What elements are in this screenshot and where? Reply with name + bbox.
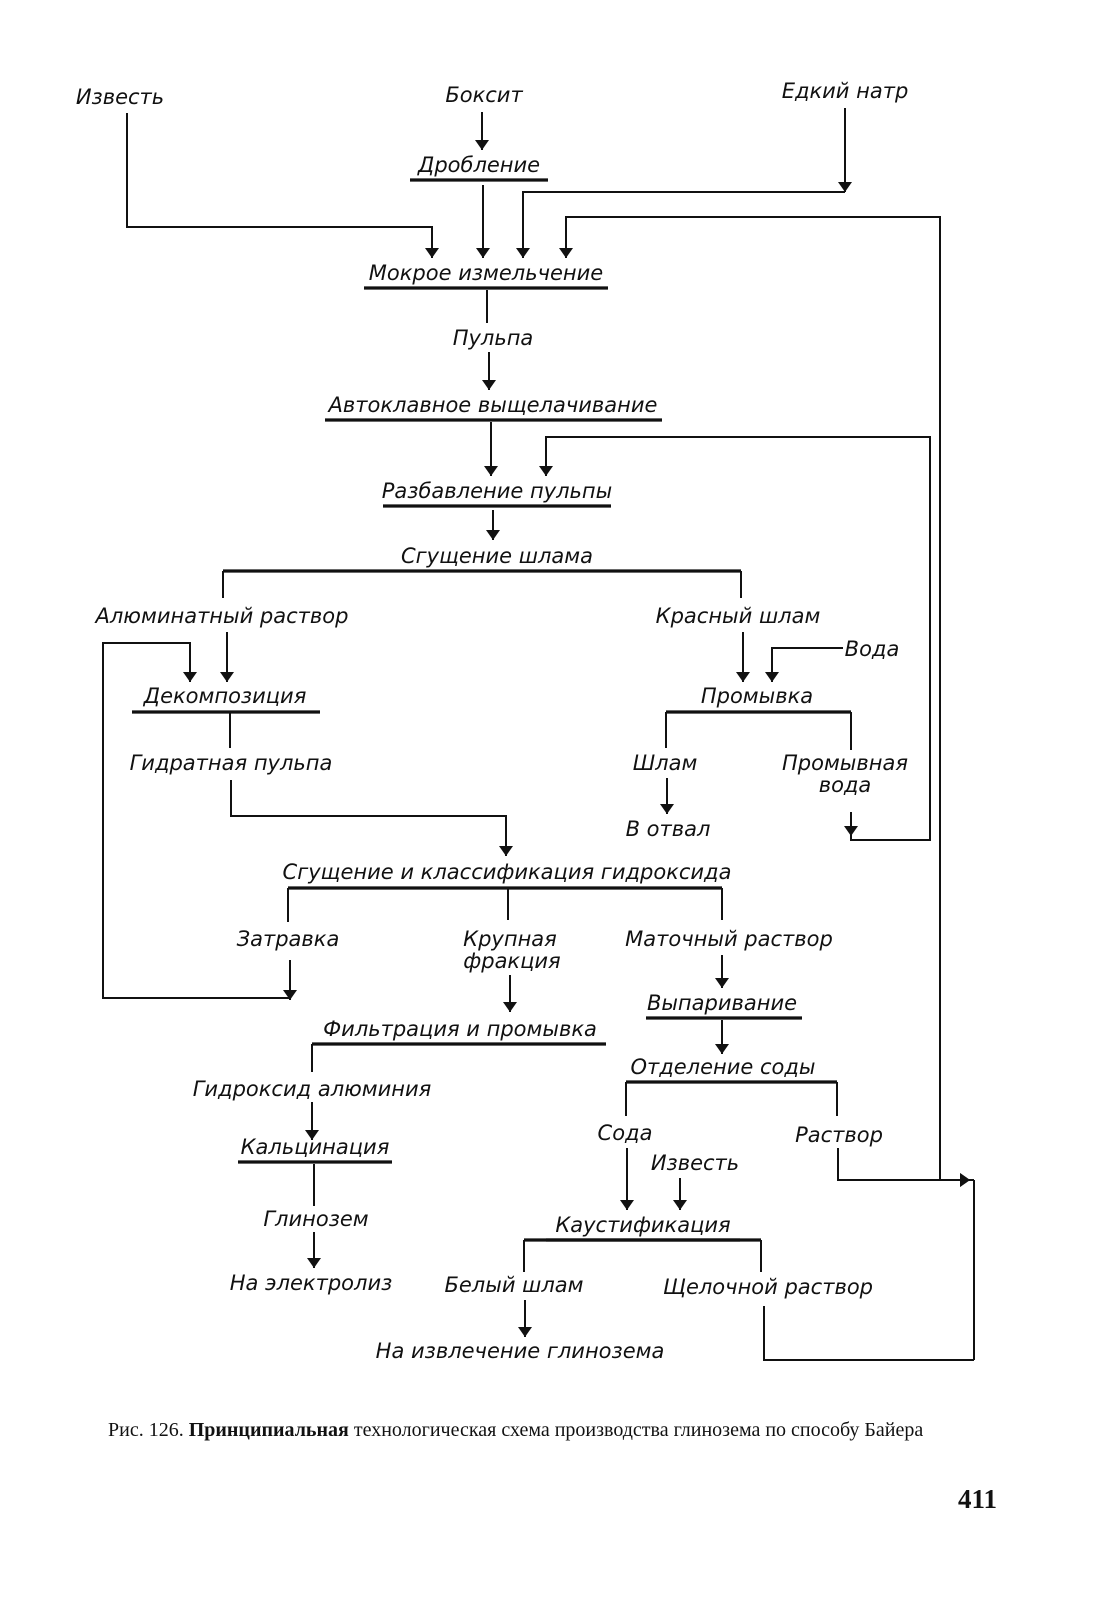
label-red-mud: Красный шлам xyxy=(656,604,821,628)
label-coarse-fraction-line-1: Крупная xyxy=(463,927,557,951)
arrow-caustic-soda-to-grinding xyxy=(516,191,845,258)
line-return-vertical-upper xyxy=(939,217,974,1181)
step-washing: Промывка xyxy=(701,684,813,708)
page-number: 411 xyxy=(958,1484,998,1514)
caption-bold-text: Принципиальная xyxy=(188,1419,349,1441)
line-alkaline-solution-return xyxy=(763,1320,974,1361)
label-wash-water-line-2: вода xyxy=(819,773,872,797)
arrow-hydrate-to-hydroxide-thickening xyxy=(230,780,513,856)
arrow-solution-to-return xyxy=(837,1148,970,1187)
arrow-seed-to-decomposition xyxy=(102,642,290,999)
arrow-water-to-washing xyxy=(765,647,843,682)
label-coarse-fraction-line-2: фракция xyxy=(463,949,560,973)
label-mother-liquor: Маточный раствор xyxy=(625,927,833,951)
input-caustic-soda: Едкий натр xyxy=(782,79,909,103)
label-alumina: Глинозем xyxy=(263,1207,368,1231)
label-mud: Шлам xyxy=(633,751,698,775)
label-mud-thickening: Сгущение шлама xyxy=(401,544,593,568)
label-to-dump: В отвал xyxy=(626,817,711,841)
label-hydrate-pulp: Гидратная пульпа xyxy=(130,751,333,775)
step-pulp-dilution: Разбавление пульпы xyxy=(382,479,612,503)
label-soda-separation: Отделение соды xyxy=(630,1055,815,1079)
label-aluminate-solution: Алюминатный раствор xyxy=(94,604,349,628)
label-lime-caustification: Известь xyxy=(651,1151,739,1175)
label-soda: Сода xyxy=(598,1121,653,1145)
label-to-alumina-recovery: На извлечение глинозема xyxy=(376,1339,665,1363)
step-calcination: Кальцинация xyxy=(241,1135,390,1159)
label-hydroxide-thickening: Сгущение и классификация гидроксида xyxy=(283,860,732,884)
label-wash-water-line-1: Промывная xyxy=(782,751,908,775)
label-white-mud: Белый шлам xyxy=(444,1273,583,1297)
arrow-recycle-to-grinding xyxy=(559,216,941,258)
label-solution: Раствор xyxy=(795,1123,883,1147)
label-water: Вода xyxy=(845,637,900,661)
label-aluminium-hydroxide: Гидроксид алюминия xyxy=(193,1077,432,1101)
step-evaporation: Выпаривание xyxy=(647,991,797,1015)
label-seed: Затравка xyxy=(237,927,340,951)
step-caustification: Каустификация xyxy=(555,1213,730,1237)
step-wet-grinding: Мокрое измельчение xyxy=(369,261,603,285)
label-to-electrolysis: На электролиз xyxy=(230,1271,393,1295)
figure-caption: Рис. 126. Принципиальная технологическая… xyxy=(108,1418,1008,1443)
step-decomposition: Декомпозиция xyxy=(143,684,307,708)
step-crushing: Дробление xyxy=(417,153,540,177)
step-filtration-washing: Фильтрация и промывка xyxy=(323,1017,597,1041)
label-alkaline-solution: Щелочной раствор xyxy=(663,1275,873,1299)
label-pulp: Пульпа xyxy=(453,326,534,350)
flow-connectors xyxy=(102,108,975,1361)
caption-rest: технологическая схема производства глино… xyxy=(353,1419,924,1441)
input-lime: Известь xyxy=(76,85,164,109)
flow-labels: Известь Боксит Едкий натр Дробление Мокр… xyxy=(76,79,908,1363)
bayer-process-flow-diagram: Известь Боксит Едкий натр Дробление Мокр… xyxy=(76,79,975,1363)
step-autoclave-leaching: Автоклавное выщелачивание xyxy=(327,393,658,417)
step-underlines xyxy=(132,178,802,1164)
input-bauxite: Боксит xyxy=(445,83,523,107)
arrow-lime-to-grinding xyxy=(126,113,439,258)
caption-prefix: Рис. 126. xyxy=(108,1419,184,1441)
